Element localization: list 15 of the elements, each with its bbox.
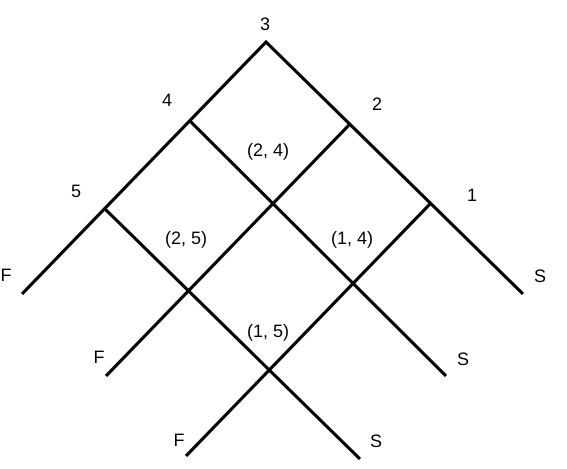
pair-label: (2, 5) (165, 229, 207, 247)
pair-label: (1, 4) (331, 229, 373, 247)
pair-label: (2, 4) (247, 141, 289, 159)
line-number: 2 (372, 95, 382, 113)
end-label: F (0, 266, 12, 284)
end-label: S (370, 432, 382, 450)
end-label: F (174, 431, 184, 449)
line-number: 4 (162, 91, 172, 109)
line-number: 5 (71, 182, 81, 200)
end-label: S (534, 267, 546, 285)
end-label: S (457, 350, 469, 368)
end-label: F (94, 348, 104, 366)
line-number: 3 (260, 15, 270, 33)
pair-label: (1, 5) (247, 322, 289, 340)
line-number: 1 (467, 186, 477, 204)
